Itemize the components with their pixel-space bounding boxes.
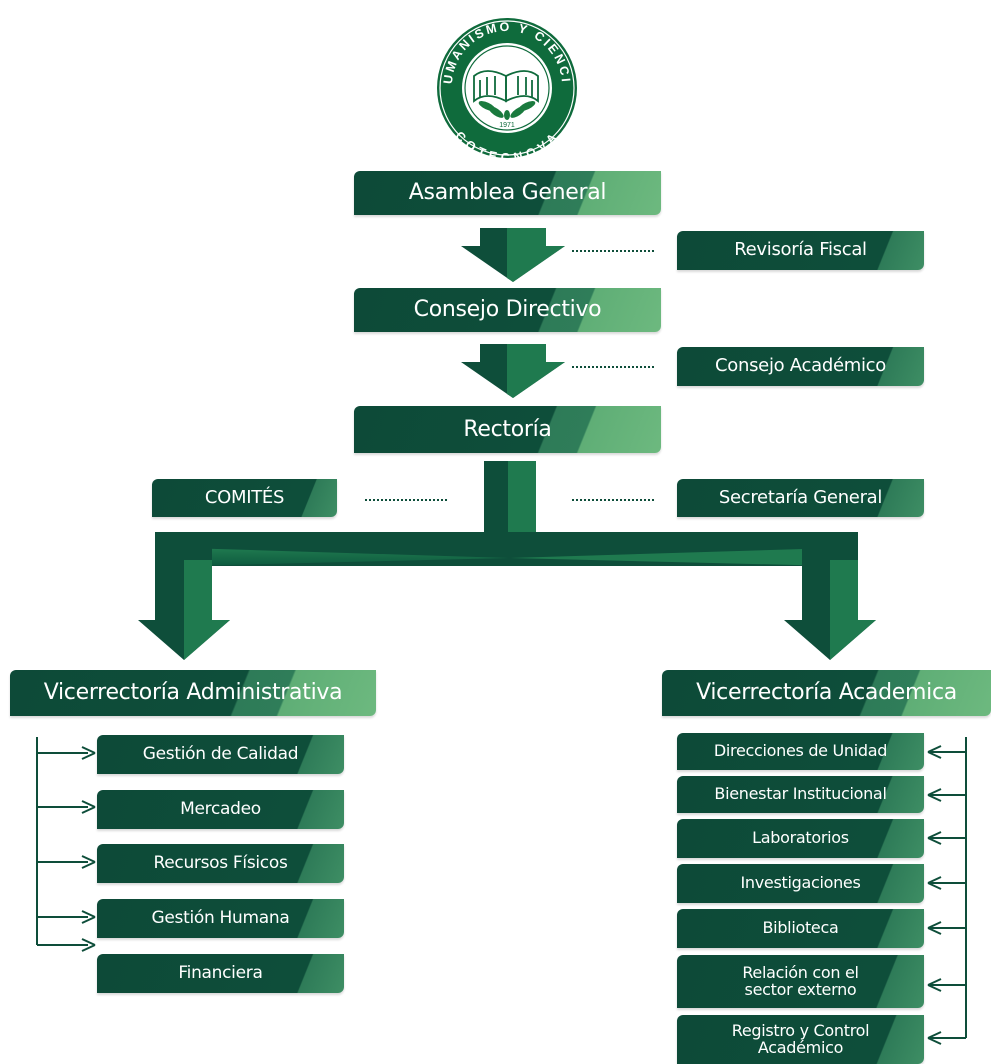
arrow-rectoria-branches xyxy=(138,461,876,660)
admin-units-bracket xyxy=(36,737,96,952)
box-secretaria-general: Secretaría General xyxy=(677,479,924,517)
cotecnova-logo: 1971 HUMANISMO Y CIENCIA COTECNOVA xyxy=(0,0,577,165)
box-vicerrectoria-administrativa: Vicerrectoría Administrativa xyxy=(10,670,376,716)
acad-units-bracket xyxy=(927,737,967,1045)
acad-unit-bienestar: Bienestar Institucional xyxy=(677,776,924,813)
box-consejo-directivo: Consejo Directivo xyxy=(354,288,661,332)
acad-unit-registro-control: Registro y Control Académico xyxy=(677,1015,924,1064)
laurel-icon xyxy=(478,101,536,120)
admin-unit-gestion-calidad: Gestión de Calidad xyxy=(97,735,344,774)
logo-year: 1971 xyxy=(499,122,515,129)
box-asamblea-general: Asamblea General xyxy=(354,171,661,215)
dots-revisoria xyxy=(572,250,654,252)
acad-unit-direcciones: Direcciones de Unidad xyxy=(677,733,924,770)
acad-unit-laboratorios: Laboratorios xyxy=(677,819,924,858)
box-rectoria: Rectoría xyxy=(354,406,661,453)
admin-unit-mercadeo: Mercadeo xyxy=(97,790,344,829)
books-icon xyxy=(473,70,539,103)
acad-unit-investigaciones: Investigaciones xyxy=(677,864,924,903)
dots-secretaria xyxy=(572,499,654,501)
admin-unit-recursos-fisicos: Recursos Físicos xyxy=(97,844,344,883)
arrow-asamblea-consejo xyxy=(461,228,565,282)
dots-consejo-academico xyxy=(572,366,654,368)
arrow-consejo-rectoria xyxy=(461,344,565,398)
admin-unit-gestion-humana: Gestión Humana xyxy=(97,899,344,938)
box-consejo-academico: Consejo Académico xyxy=(677,347,924,386)
box-comites: COMITÉS xyxy=(152,479,337,517)
box-revisoria-fiscal: Revisoría Fiscal xyxy=(677,231,924,270)
dots-comites xyxy=(365,499,447,501)
acad-unit-biblioteca: Biblioteca xyxy=(677,909,924,948)
acad-unit-relacion-sector-externo: Relación con el sector externo xyxy=(677,955,924,1008)
admin-unit-financiera: Financiera xyxy=(97,954,344,993)
box-vicerrectoria-academica: Vicerrectoría Academica xyxy=(662,670,991,716)
